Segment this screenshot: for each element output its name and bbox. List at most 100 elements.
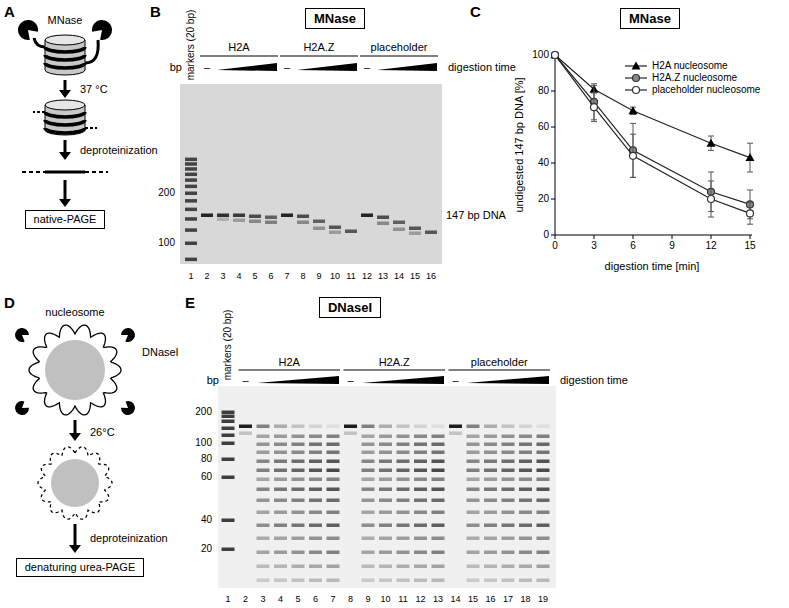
gel-band bbox=[467, 579, 480, 583]
gel-band bbox=[537, 425, 550, 429]
gel-band bbox=[257, 460, 270, 464]
gel-band bbox=[519, 488, 532, 492]
gel-band bbox=[257, 551, 270, 555]
gel-band bbox=[537, 565, 550, 569]
figure-label: DNaseI bbox=[142, 347, 179, 358]
gel-band bbox=[379, 524, 392, 528]
gel-band bbox=[519, 443, 532, 447]
error-cap bbox=[708, 136, 714, 137]
gel-band bbox=[537, 435, 550, 439]
data-marker bbox=[746, 153, 755, 161]
gel-band bbox=[222, 415, 235, 419]
figure-label: 7 bbox=[284, 272, 289, 281]
figure-label: C bbox=[470, 4, 481, 19]
gel-band bbox=[222, 427, 235, 431]
figure-label: 0 bbox=[543, 230, 549, 240]
gel-band bbox=[222, 519, 235, 523]
figure-label: nucleosome bbox=[45, 307, 104, 318]
figure-label: digestion time [min] bbox=[605, 261, 700, 272]
gel-band bbox=[519, 469, 532, 473]
enzyme-symbol bbox=[15, 401, 29, 415]
gel-band bbox=[537, 478, 550, 482]
figure-label: D bbox=[4, 295, 15, 310]
gel-band bbox=[484, 511, 497, 515]
gel-band bbox=[484, 469, 497, 473]
figure-label: 19 bbox=[538, 595, 548, 604]
gel-band bbox=[222, 434, 235, 438]
enzyme-symbol bbox=[121, 401, 135, 415]
gel-band bbox=[362, 488, 375, 492]
gel-band bbox=[292, 478, 305, 482]
gel-band bbox=[309, 443, 322, 447]
gel-band bbox=[414, 524, 427, 528]
figure-label: 15 bbox=[744, 241, 755, 251]
group-line bbox=[360, 56, 438, 57]
figure-label: placeholder bbox=[471, 357, 528, 368]
gel-band bbox=[484, 460, 497, 464]
dna-stub bbox=[33, 111, 45, 113]
gel-band bbox=[327, 460, 340, 464]
gel-band bbox=[432, 511, 445, 515]
gel-band bbox=[309, 435, 322, 439]
gel-band bbox=[414, 460, 427, 464]
gel-band bbox=[414, 451, 427, 455]
gel-band bbox=[362, 537, 375, 541]
gel-band bbox=[222, 442, 235, 446]
x-axis bbox=[555, 235, 752, 236]
gel-band bbox=[502, 435, 515, 439]
gel-band bbox=[467, 443, 480, 447]
figure-label: MNase bbox=[48, 15, 83, 26]
figure-label: E bbox=[185, 295, 195, 310]
gel-band bbox=[313, 220, 325, 224]
gel-band bbox=[537, 551, 550, 555]
gel-band bbox=[379, 565, 392, 569]
gel-band bbox=[397, 425, 410, 429]
gel-band bbox=[397, 511, 410, 515]
gel-band bbox=[361, 214, 373, 218]
enzyme-symbol bbox=[15, 328, 29, 342]
gel-band bbox=[249, 215, 261, 219]
gel-band bbox=[344, 432, 357, 436]
gel-band bbox=[309, 499, 322, 503]
gel-band bbox=[257, 511, 270, 515]
data-marker bbox=[747, 210, 754, 217]
gel-band bbox=[185, 217, 197, 221]
gel-band bbox=[222, 476, 235, 480]
gel-band bbox=[519, 511, 532, 515]
gel-band bbox=[449, 432, 462, 436]
gel-band bbox=[249, 220, 261, 224]
dna-wrap bbox=[45, 120, 85, 125]
time-wedge bbox=[377, 63, 437, 71]
figure-label: 5 bbox=[295, 595, 300, 604]
arrow-head bbox=[59, 152, 71, 160]
gel-band bbox=[292, 524, 305, 528]
figure-label: 4 bbox=[278, 595, 283, 604]
gel-band bbox=[519, 460, 532, 464]
gel-band bbox=[484, 451, 497, 455]
gel-band bbox=[222, 458, 235, 462]
gel-band bbox=[257, 469, 270, 473]
gel-band bbox=[274, 488, 287, 492]
group-line bbox=[200, 56, 278, 57]
legend-text: placeholder nucleosome bbox=[652, 85, 760, 95]
gel-band bbox=[432, 478, 445, 482]
gel-band bbox=[257, 443, 270, 447]
figure-label: H2A.Z bbox=[379, 357, 410, 368]
dna-dashed bbox=[22, 171, 45, 173]
gel-band bbox=[185, 178, 197, 182]
gel-band bbox=[519, 435, 532, 439]
error-cap bbox=[708, 150, 714, 151]
figure-label: 37 °C bbox=[80, 84, 108, 95]
gel-band bbox=[327, 551, 340, 555]
gel-band bbox=[274, 469, 287, 473]
gel-band bbox=[414, 565, 427, 569]
gel-band bbox=[379, 425, 392, 429]
x-tick bbox=[594, 235, 595, 239]
figure-label: 16 bbox=[485, 595, 495, 604]
gel-band bbox=[397, 443, 410, 447]
dna-wrap bbox=[45, 55, 85, 60]
gel-band bbox=[393, 228, 405, 232]
figure-label: 11 bbox=[398, 595, 407, 604]
figure-label: 6 bbox=[268, 272, 273, 281]
gel-band bbox=[362, 435, 375, 439]
